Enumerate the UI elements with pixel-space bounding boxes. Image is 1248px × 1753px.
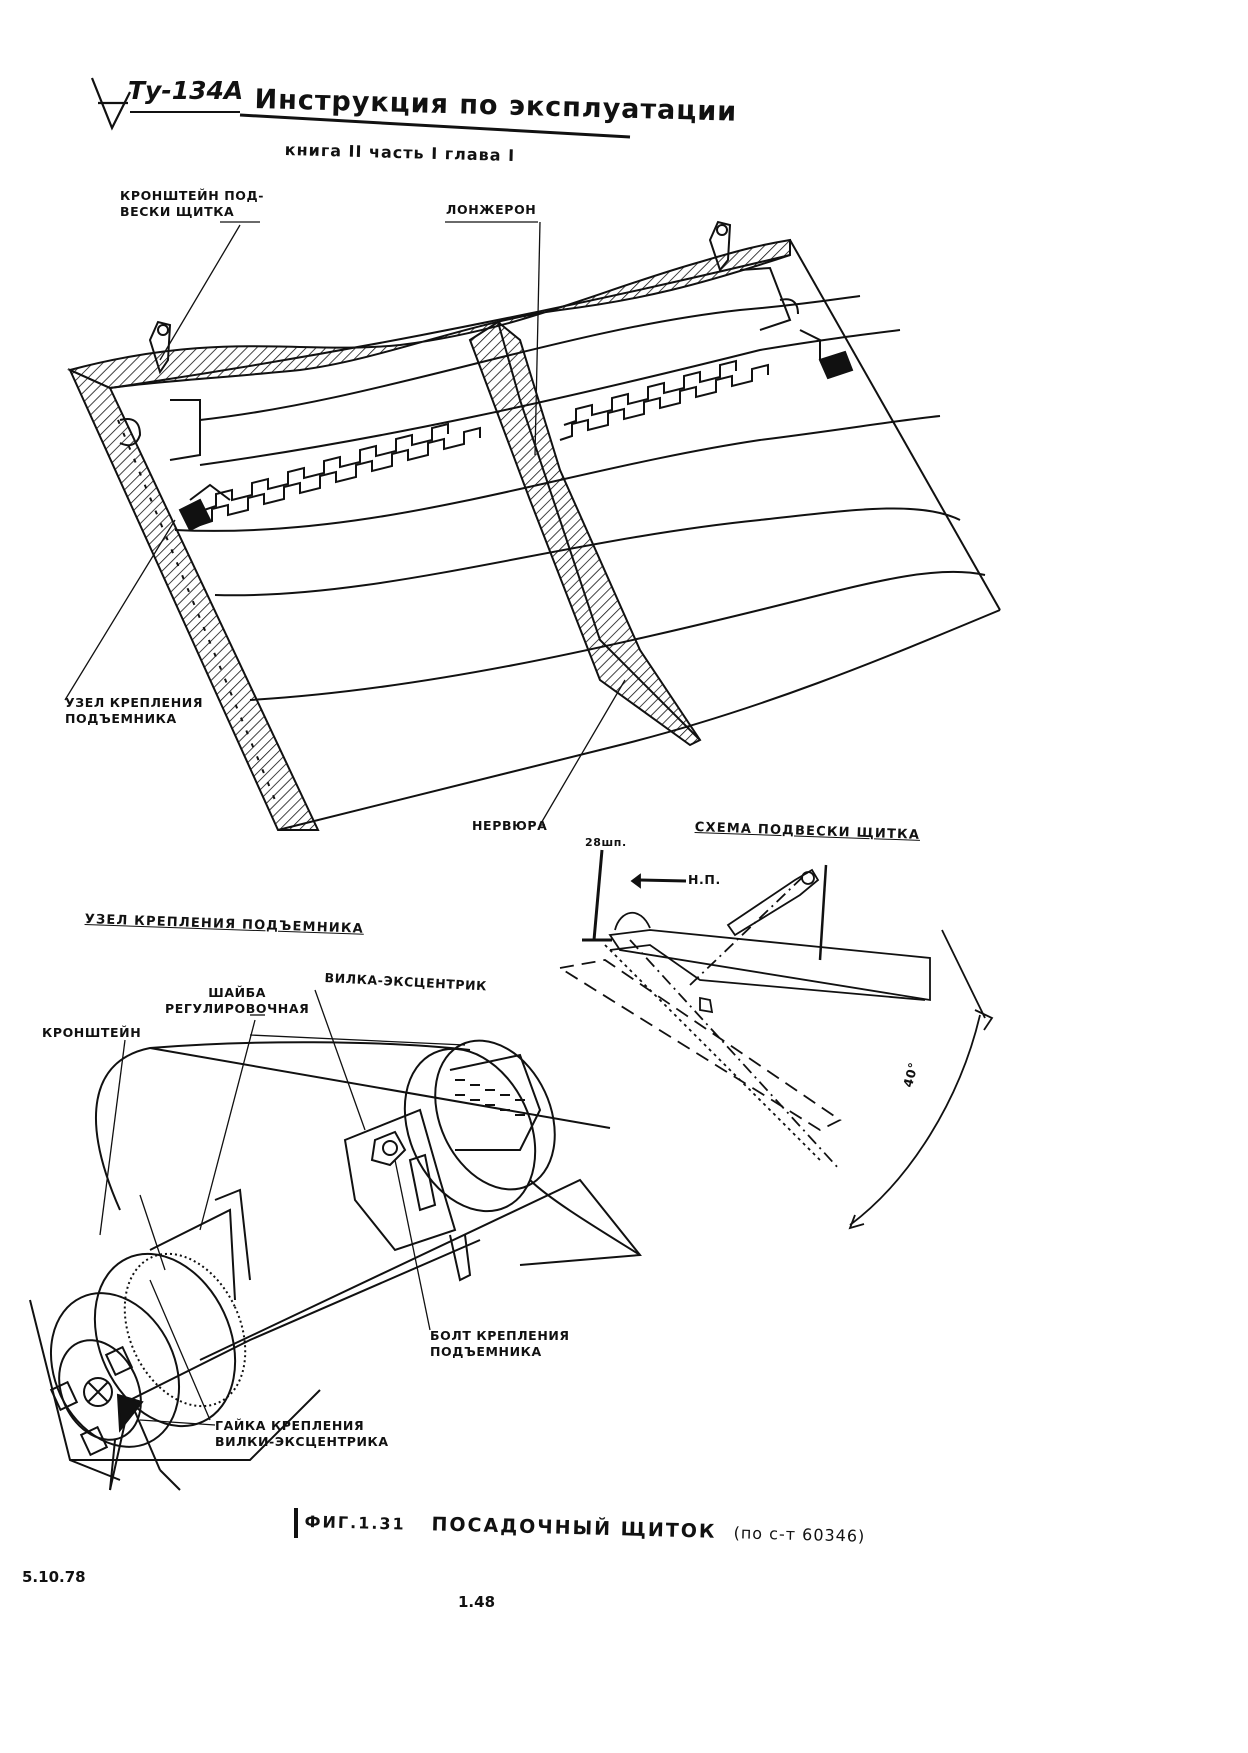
figure-note: (по с-т 60346) bbox=[733, 1523, 866, 1546]
figure-number: ФИГ.1.31 bbox=[304, 1511, 406, 1534]
header-logo: Ту-134А bbox=[128, 76, 244, 105]
flap-leader-lines bbox=[64, 221, 626, 826]
label-nut: ГАЙКА КРЕПЛЕНИЯ ВИЛКИ-ЭКСЦЕНТРИКА bbox=[215, 1418, 389, 1449]
label-washer: ШАЙБА РЕГУЛИРОВОЧНАЯ bbox=[165, 985, 310, 1016]
label-lift-node: УЗЕЛ КРЕПЛЕНИЯ ПОДЪЕМНИКА bbox=[65, 695, 204, 726]
suspension-scheme bbox=[557, 849, 994, 1230]
label-bracket-small: КРОНШТЕЙН bbox=[42, 1025, 142, 1040]
label-frame: 28шп. bbox=[585, 836, 627, 849]
lift-node-detail bbox=[29, 989, 642, 1491]
flap-drawing bbox=[67, 220, 1001, 831]
label-bolt: БОЛТ КРЕПЛЕНИЯ ПОДЪЕМНИКА bbox=[430, 1328, 570, 1359]
label-direction: Н.П. bbox=[688, 872, 721, 887]
footer-date: 5.10.78 bbox=[22, 1568, 86, 1586]
caption-bar bbox=[294, 1508, 298, 1538]
label-spar: ЛОНЖЕРОН bbox=[446, 202, 537, 217]
page-number: 1.48 bbox=[458, 1593, 496, 1611]
label-rib: НЕРВЮРА bbox=[472, 818, 548, 833]
label-bracket: КРОНШТЕЙН ПОД- ВЕСКИ ЩИТКА bbox=[120, 188, 265, 219]
header-logo-mark bbox=[90, 77, 631, 139]
